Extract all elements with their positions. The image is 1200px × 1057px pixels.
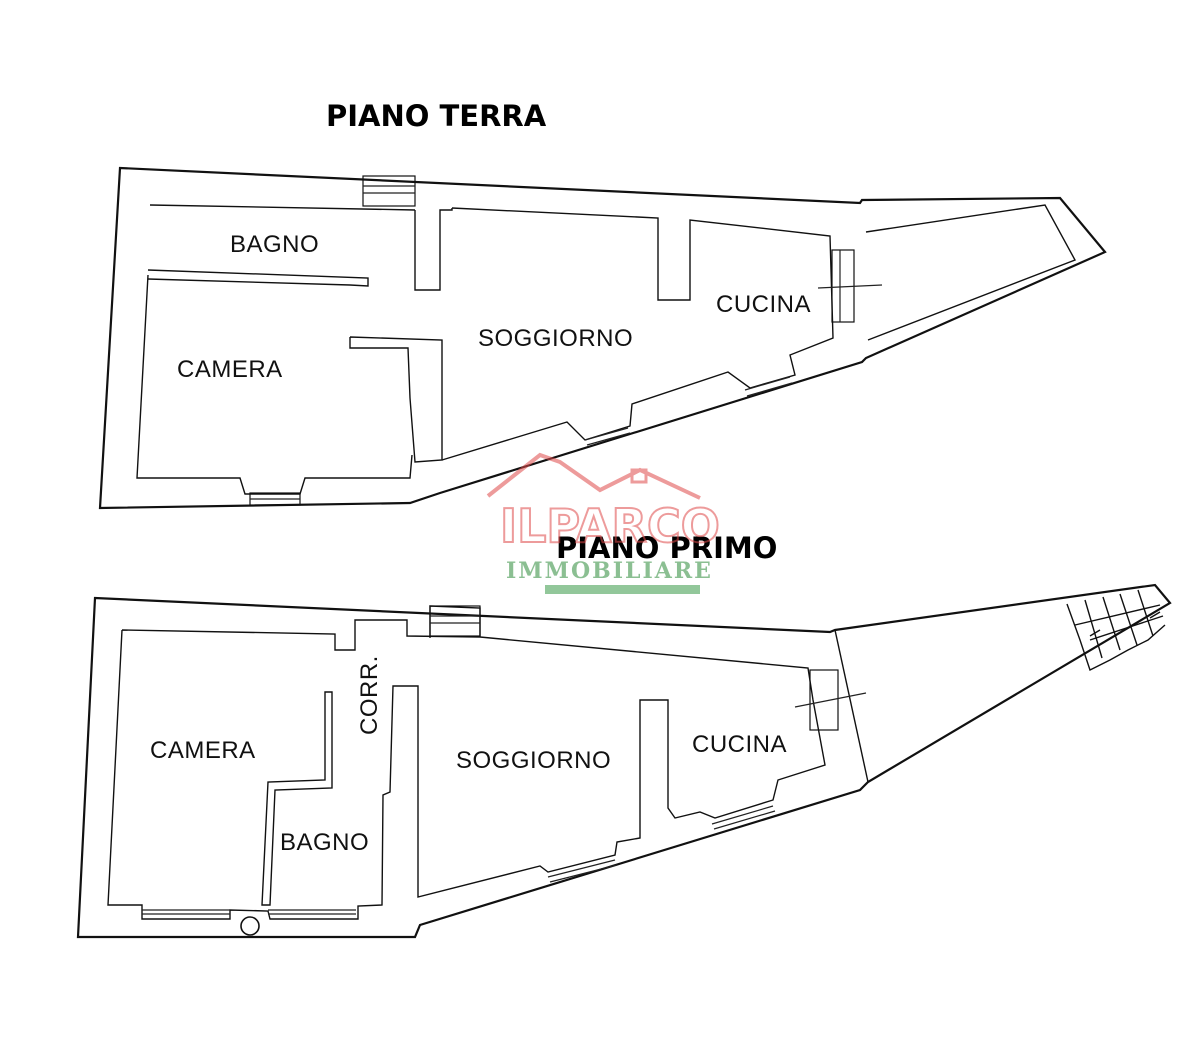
room-label-bagno-ground: BAGNO bbox=[230, 231, 319, 258]
camera-bagno-partition bbox=[261, 691, 333, 906]
first-floor-plan: PIANO PRIMO bbox=[76, 531, 1172, 939]
ground-floor-title: PIANO TERRA bbox=[326, 99, 547, 133]
room-label-camera-first: CAMERA bbox=[150, 737, 256, 764]
watermark-green-bar bbox=[545, 585, 700, 594]
ground-floor-plan: PIANO TERRA BAGNO CAMERA bbox=[98, 99, 1107, 510]
ground-floor-inner-wall bbox=[136, 204, 416, 495]
ground-floor-windows bbox=[249, 175, 883, 506]
first-floor-stairs bbox=[1066, 589, 1166, 671]
watermark-logo-text: ILPARCO bbox=[500, 499, 720, 553]
watermark-subtitle: IMMOBILIARE bbox=[506, 558, 713, 584]
room-label-bagno-first: BAGNO bbox=[280, 829, 369, 856]
first-floor-terrace bbox=[834, 629, 869, 783]
room-label-soggiorno-first: SOGGIORNO bbox=[456, 747, 611, 774]
first-floor-title: PIANO PRIMO bbox=[556, 531, 777, 565]
first-floor-windows bbox=[142, 605, 867, 915]
agency-watermark: ILPARCO IMMOBILIARE bbox=[486, 452, 721, 594]
room-label-corridoio-first: CORR. bbox=[356, 655, 383, 735]
camera-soggiorno-wall bbox=[349, 336, 443, 463]
room-label-soggiorno-ground: SOGGIORNO bbox=[478, 325, 633, 352]
room-label-camera-ground: CAMERA bbox=[177, 356, 283, 383]
watermark-roof-icon bbox=[486, 452, 701, 500]
corridor-wall bbox=[414, 208, 453, 291]
watermark-chimney-icon bbox=[630, 468, 648, 484]
room-label-cucina-ground: CUCINA bbox=[716, 291, 811, 318]
ground-floor-outer-wall bbox=[98, 166, 1107, 510]
bagno-camera-partition bbox=[147, 269, 369, 287]
soggiorno-inner-wall bbox=[441, 207, 834, 461]
ground-floor-terrace bbox=[865, 204, 1076, 341]
first-floor-inner-wall bbox=[107, 605, 826, 920]
downpipe-icon bbox=[240, 916, 260, 936]
room-label-cucina-first: CUCINA bbox=[692, 731, 787, 758]
